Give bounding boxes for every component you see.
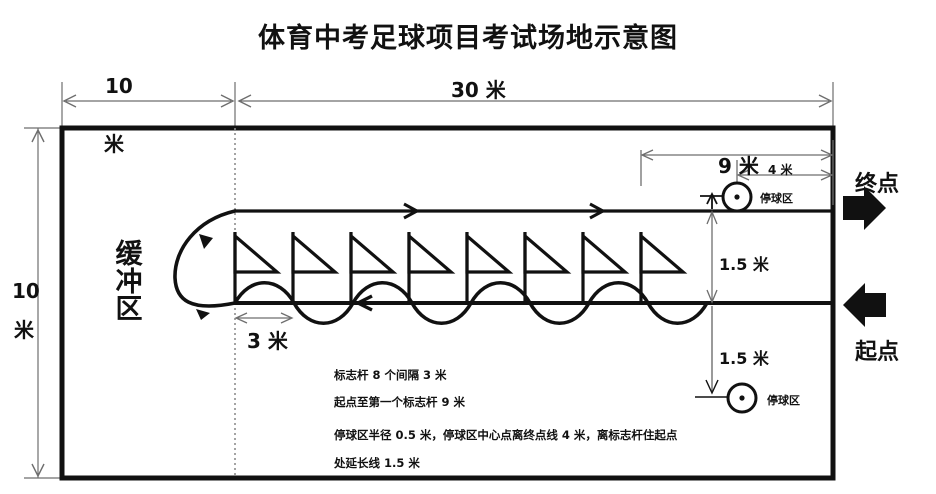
u-turn-path bbox=[173, 209, 237, 308]
buffer-zone-char-3: 区 bbox=[115, 294, 143, 326]
marker-pole bbox=[291, 232, 340, 305]
top-dimension-lines bbox=[61, 82, 834, 128]
upper-offset-dimension bbox=[706, 210, 718, 304]
left-dimension-line bbox=[24, 127, 60, 479]
finish-label: 终点 bbox=[855, 171, 900, 197]
marker-pole bbox=[581, 232, 630, 305]
note-line-1: 标志杆 8 个间隔 3 米 bbox=[334, 368, 447, 382]
start-label: 起点 bbox=[855, 339, 900, 365]
u-turn-arrowhead bbox=[199, 234, 213, 249]
start-arrow-icon bbox=[843, 283, 886, 327]
slalom-path bbox=[233, 280, 709, 326]
marker-pole bbox=[233, 232, 282, 305]
stopzone-to-finish-dimension bbox=[736, 160, 834, 188]
upper-offset-label: 1.5 米 bbox=[719, 255, 769, 274]
page-title: 体育中考足球项目考试场地示意图 bbox=[258, 23, 678, 54]
finish-arrow-icon bbox=[843, 186, 886, 230]
course-length-label: 30 米 bbox=[451, 78, 506, 102]
marker-poles bbox=[233, 232, 688, 305]
lower-offset-label: 1.5 米 bbox=[719, 349, 769, 368]
stop-zone-upper-label: 停球区 bbox=[760, 192, 793, 205]
pole-gap-label: 3 米 bbox=[247, 329, 288, 353]
buffer-zone-char-2: 冲 bbox=[115, 266, 143, 298]
field-width-value: 10 bbox=[12, 279, 40, 303]
buffer-width-value: 10 bbox=[105, 74, 133, 98]
field-width-unit: 米 bbox=[14, 318, 34, 342]
start-to-pole-label: 9 米 bbox=[718, 154, 759, 178]
top-dimension-arrowheads bbox=[62, 94, 833, 108]
stop-zone-lower-label: 停球区 bbox=[767, 394, 800, 407]
marker-pole bbox=[639, 232, 688, 305]
note-line-3: 停球区半径 0.5 米，停球区中心点离终点线 4 米，离标志杆住起点 bbox=[334, 428, 678, 442]
start-direction-arrow bbox=[354, 294, 373, 312]
u-turn-lower-arrowhead bbox=[196, 309, 210, 320]
marker-pole bbox=[523, 232, 572, 305]
note-line-4: 处延长线 1.5 米 bbox=[334, 456, 420, 470]
stopzone-to-finish-label: 4 米 bbox=[768, 163, 793, 177]
pole-gap-dimension bbox=[234, 312, 294, 324]
buffer-zone-char-1: 缓 bbox=[115, 239, 143, 270]
start-to-pole-dimension bbox=[640, 140, 834, 205]
marker-pole bbox=[465, 232, 514, 305]
marker-pole bbox=[407, 232, 456, 305]
buffer-zone-label: 缓 冲 区 bbox=[112, 241, 146, 324]
marker-pole bbox=[349, 232, 398, 305]
lower-offset-dimension bbox=[695, 306, 727, 398]
return-direction-arrows bbox=[403, 202, 607, 220]
stop-zone-upper bbox=[721, 181, 753, 213]
buffer-width-unit: 米 bbox=[104, 132, 124, 156]
note-line-2: 起点至第一个标志杆 9 米 bbox=[334, 395, 466, 409]
stop-zone-lower bbox=[726, 382, 758, 414]
